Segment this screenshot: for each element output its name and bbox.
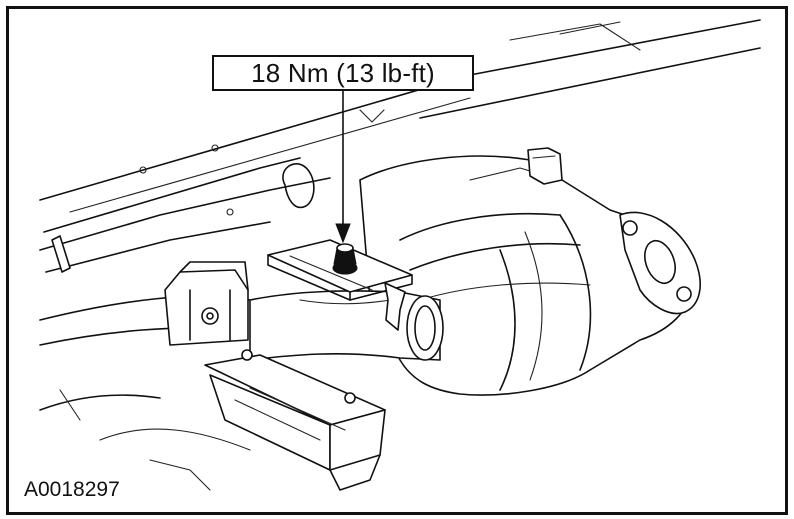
lower-support [204, 349, 386, 491]
inlet-pipe [249, 290, 444, 361]
exhaust-hanger [164, 261, 249, 346]
bolt [332, 243, 358, 275]
torque-spec-callout: 18 Nm (13 lb-ft) [212, 55, 474, 91]
heat-shield-tab [527, 147, 563, 185]
frame-rail [39, 19, 761, 273]
figure-id: A0018297 [24, 478, 120, 501]
arrow-down-icon [335, 223, 351, 244]
outlet-flange [619, 211, 701, 315]
torque-leader [335, 90, 351, 244]
